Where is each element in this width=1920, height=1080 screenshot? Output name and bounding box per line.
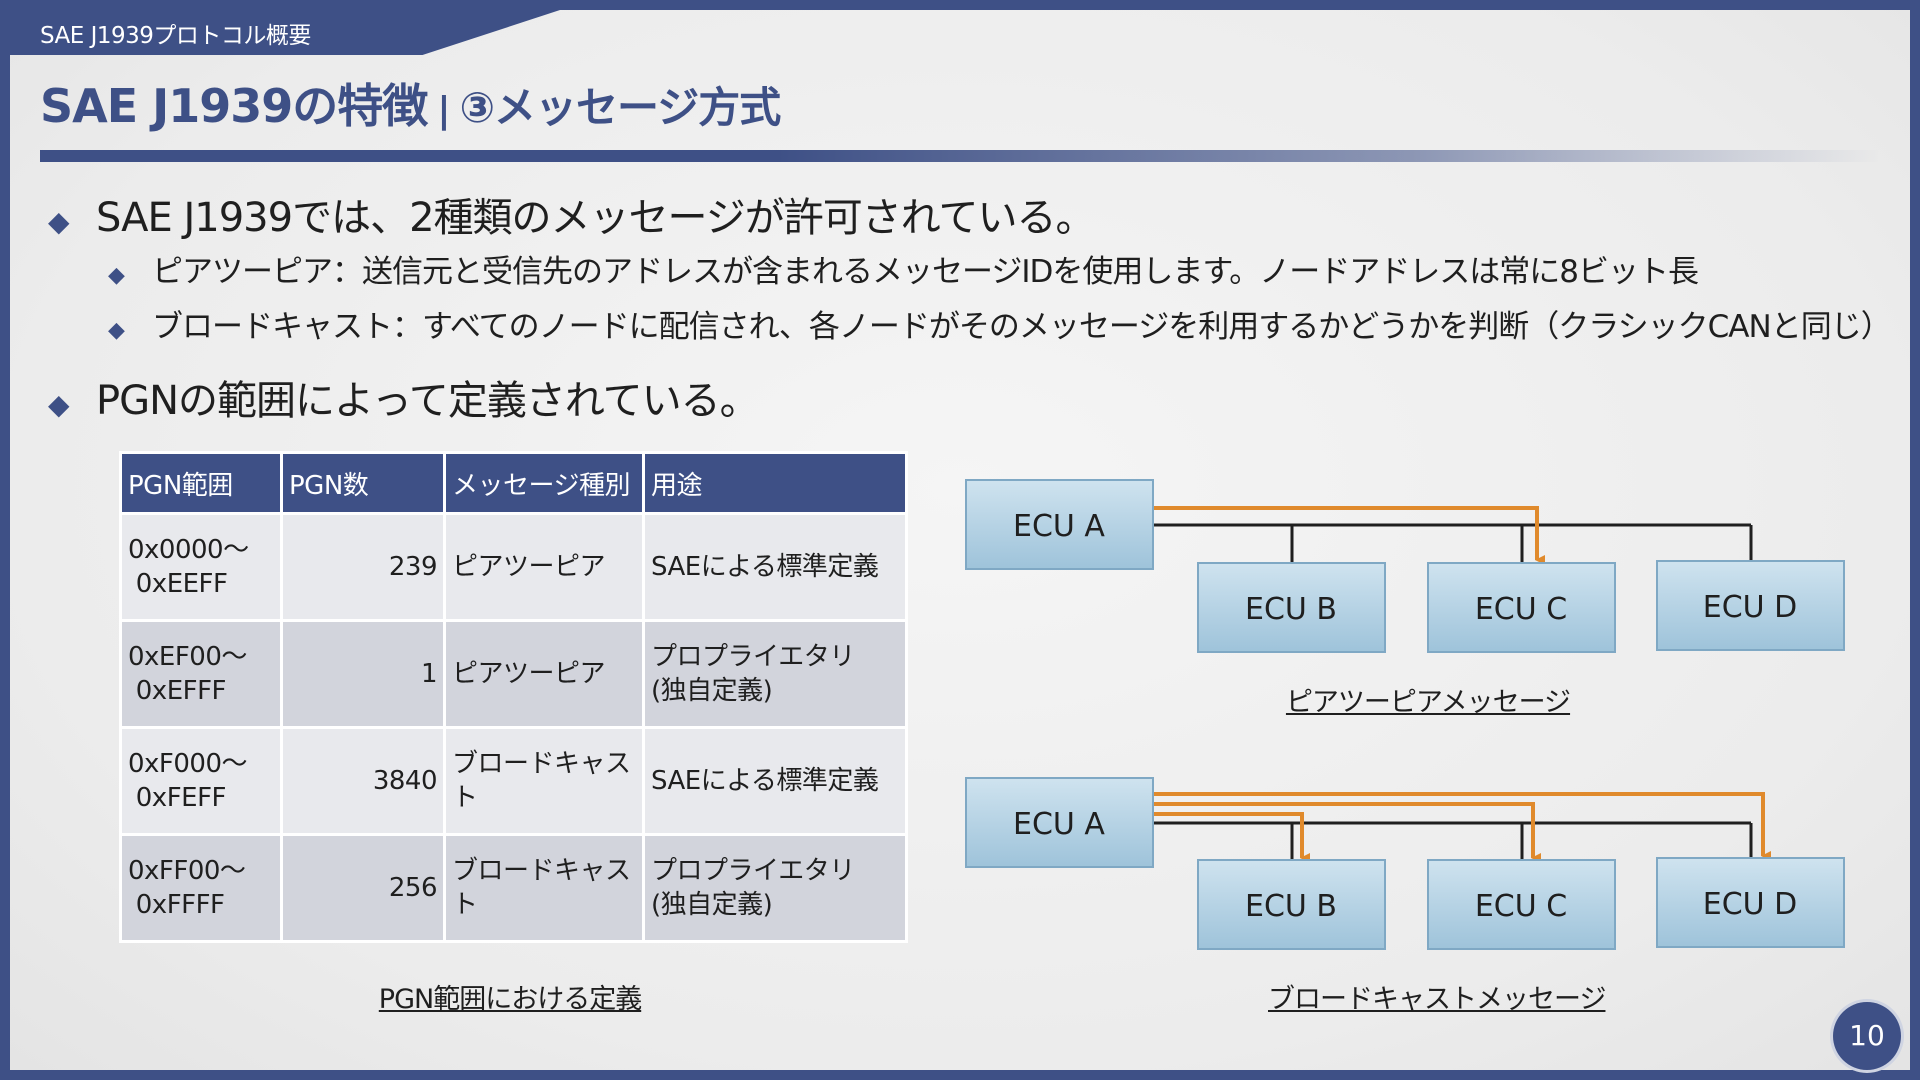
title-main: SAE J1939の特徴 [40, 79, 428, 133]
usage-cell: プロプライエタリ (独自定義) [642, 619, 908, 729]
ecu-label: ECU C [1475, 592, 1567, 627]
table-header-cell: PGN範囲 [119, 451, 283, 515]
usage-line-2: (独自定義) [651, 890, 773, 920]
range-start: 0xF000～ [128, 749, 248, 779]
usage-line-1: プロプライエタリ [651, 856, 855, 886]
range-end: 0xFFFF [135, 890, 225, 920]
diamond-bullet-icon: ◆ [108, 263, 125, 288]
diamond-bullet-icon: ◆ [48, 388, 70, 421]
ecu-d-box: ECU D [1656, 857, 1845, 948]
ecu-label: ECU A [1013, 807, 1105, 842]
ecu-label: ECU C [1475, 889, 1567, 924]
range-end: 0xEEFF [135, 569, 228, 599]
table-row: 0xFF00～ 0xFFFF 256 ブロードキャスト プロプライエタリ (独自定… [119, 833, 908, 943]
bullet-1-sub-2: ◆ ブロードキャスト：すべてのノードに配信され、各ノードがそのメッセージを利用する… [108, 301, 1892, 346]
slide-title: SAE J1939の特徴|③メッセージ方式 [40, 70, 781, 136]
table-caption: PGN範囲における定義 [378, 984, 642, 1015]
title-separator: | [437, 90, 450, 131]
bullet-1-sub-1-text: ピアツーピア：送信元と受信先のアドレスが含まれるメッセージIDを使用します。ノー… [152, 254, 1699, 290]
ecu-label: ECU D [1703, 590, 1798, 625]
table-header-row: PGN範囲 PGN数 メッセージ種別 用途 [119, 451, 908, 515]
usage-cell: SAEによる標準定義 [642, 726, 908, 836]
pgn-count-cell: 256 [280, 833, 446, 943]
title-sub: ③メッセージ方式 [459, 83, 781, 132]
usage-cell: SAEによる標準定義 [642, 512, 908, 622]
diamond-bullet-icon: ◆ [48, 205, 70, 238]
range-start: 0xFF00～ [128, 856, 246, 886]
bullet-1: ◆ SAE J1939では、2種類のメッセージが許可されている。 [48, 185, 1096, 243]
ecu-a-box: ECU A [965, 777, 1154, 868]
p2p-diagram: ECU A ECU B ECU C ECU D [965, 479, 1845, 653]
table-header-cell: 用途 [642, 451, 908, 515]
ecu-b-box: ECU B [1197, 859, 1386, 950]
ecu-label: ECU D [1703, 887, 1798, 922]
p2p-arrow [1153, 506, 1545, 565]
bullet-1-sub-1: ◆ ピアツーピア：送信元と受信先のアドレスが含まれるメッセージIDを使用します。ノ… [108, 246, 1699, 291]
pgn-range-cell: 0x0000～ 0xEEFF [119, 512, 283, 622]
table-header-cell: PGN数 [280, 451, 446, 515]
pgn-range-cell: 0xF000～ 0xFEFF [119, 726, 283, 836]
pgn-count-cell: 239 [280, 512, 446, 622]
page-number-badge: 10 [1833, 1002, 1901, 1070]
ecu-b-box: ECU B [1197, 562, 1386, 653]
bullet-1-sub-2-text: ブロードキャスト：すべてのノードに配信され、各ノードがそのメッセージを利用するか… [152, 309, 1892, 345]
bullet-2: ◆ PGNの範囲によって定義されている。 [48, 368, 760, 426]
range-start: 0xEF00～ [128, 642, 247, 672]
ecu-a-box: ECU A [965, 479, 1154, 570]
diamond-bullet-icon: ◆ [108, 318, 125, 343]
range-end: 0xFEFF [135, 783, 227, 813]
message-type-cell: ブロードキャスト [443, 833, 645, 943]
title-underline-bar [40, 150, 1880, 162]
usage-cell: プロプライエタリ (独自定義) [642, 833, 908, 943]
broadcast-arrow-c [1153, 802, 1541, 863]
ecu-c-box: ECU C [1427, 859, 1616, 950]
broadcast-diagram: ECU A ECU B ECU C ECU D [965, 777, 1845, 950]
range-start: 0x0000～ [128, 535, 249, 565]
bullet-1-text: SAE J1939では、2種類のメッセージが許可されている。 [96, 195, 1096, 241]
table-header-cell: メッセージ種別 [443, 451, 645, 515]
message-type-cell: ピアツーピア [443, 512, 645, 622]
broadcast-arrow-d [1153, 792, 1771, 861]
usage-line-1: SAEによる標準定義 [651, 766, 879, 796]
ecu-c-box: ECU C [1427, 562, 1616, 653]
usage-line-1: SAEによる標準定義 [651, 552, 879, 582]
pgn-count-cell: 3840 [280, 726, 446, 836]
message-type-cell: ブロードキャスト [443, 726, 645, 836]
pgn-range-cell: 0xEF00～ 0xEFFF [119, 619, 283, 729]
pgn-count-cell: 1 [280, 619, 446, 729]
p2p-diagram-caption: ピアツーピアメッセージ [1285, 687, 1571, 718]
table-row: 0x0000～ 0xEEFF 239 ピアツーピア SAEによる標準定義 [119, 512, 908, 622]
usage-line-2: (独自定義) [651, 676, 773, 706]
usage-line-1: プロプライエタリ [651, 642, 855, 672]
ecu-label: ECU A [1013, 509, 1105, 544]
pgn-range-table: PGN範囲 PGN数 メッセージ種別 用途 0x0000～ 0xEEFF 239… [119, 451, 908, 943]
pgn-range-cell: 0xFF00～ 0xFFFF [119, 833, 283, 943]
broadcast-diagram-caption: ブロードキャストメッセージ [1268, 984, 1606, 1015]
section-header-text: SAE J1939プロトコル概要 [40, 23, 311, 49]
message-type-cell: ピアツーピア [443, 619, 645, 729]
table-row: 0xF000～ 0xFEFF 3840 ブロードキャスト SAEによる標準定義 [119, 726, 908, 836]
ecu-label: ECU B [1245, 592, 1337, 627]
range-end: 0xEFFF [135, 676, 227, 706]
bullet-2-text: PGNの範囲によって定義されている。 [96, 378, 760, 424]
ecu-d-box: ECU D [1656, 560, 1845, 651]
ecu-label: ECU B [1245, 889, 1337, 924]
table-row: 0xEF00～ 0xEFFF 1 ピアツーピア プロプライエタリ (独自定義) [119, 619, 908, 729]
broadcast-arrow-b [1153, 812, 1310, 863]
